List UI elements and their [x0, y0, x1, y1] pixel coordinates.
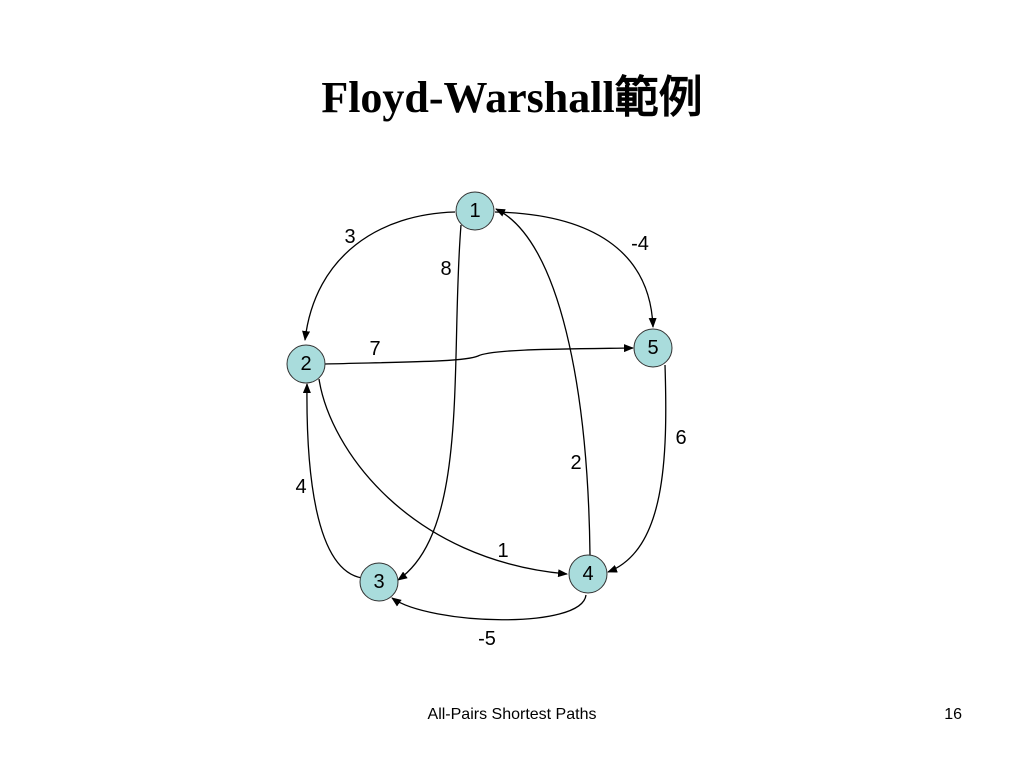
edge-2-to-5 [324, 344, 634, 365]
node-3: 3 [359, 562, 399, 602]
node-1-label: 1 [469, 200, 480, 222]
edge-4-to-3 [391, 594, 587, 621]
node-5-label: 5 [647, 337, 658, 359]
slide-title: Floyd-Warshall範例 [321, 73, 703, 122]
edge-4-to-1 [495, 208, 591, 556]
edge-3-to-2 [302, 383, 363, 579]
node-2-label: 2 [300, 353, 311, 375]
node-3-label: 3 [373, 571, 384, 593]
weight-2-to-4: 1 [497, 540, 508, 562]
edge-1-to-5 [494, 211, 657, 328]
edge-2-to-4 [318, 378, 568, 578]
node-4: 4 [568, 554, 608, 594]
weight-1-to-5: -4 [631, 233, 649, 255]
edge-1-to-3 [397, 224, 462, 581]
node-5: 5 [633, 328, 673, 368]
node-1: 1 [455, 191, 495, 231]
weight-4-to-1: 2 [570, 452, 581, 474]
weight-5-to-4: 6 [675, 427, 686, 449]
weight-1-to-3: 8 [440, 258, 451, 280]
edge-5-to-4 [607, 364, 667, 573]
edge-1-to-2 [302, 211, 456, 341]
weight-1-to-2: 3 [344, 226, 355, 248]
weight-3-to-2: 4 [295, 476, 306, 498]
weight-4-to-3: -5 [478, 628, 496, 650]
node-4-label: 4 [582, 563, 593, 585]
page-number: 16 [944, 706, 962, 723]
weight-2-to-5: 7 [369, 338, 380, 360]
slide-footer: All-Pairs Shortest Paths [427, 706, 597, 723]
node-2: 2 [286, 344, 326, 384]
